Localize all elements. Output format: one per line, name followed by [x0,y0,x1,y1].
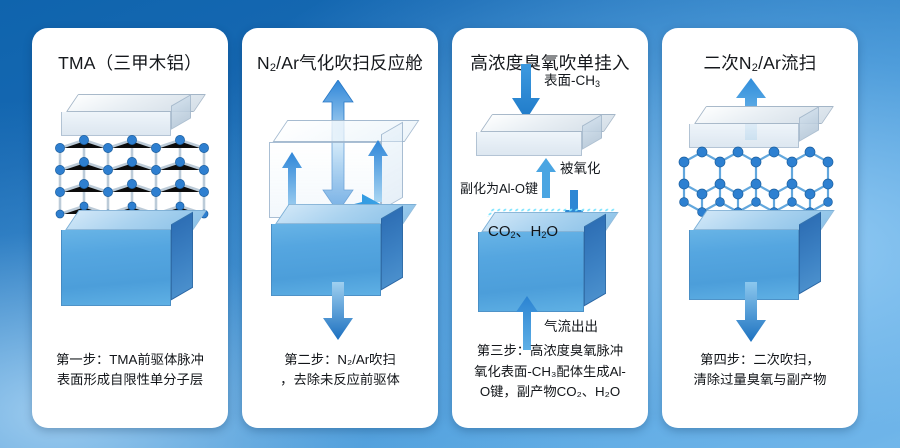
scene-purge-2 [662,78,858,356]
arrow-down-icon [321,282,355,340]
arrow-up-icon [282,152,302,214]
arrow-up-icon [368,140,388,202]
panel-purge-1: N2/Ar气化吹扫反应舱 [242,28,438,428]
label-surface-ch3: 表面-CH3 [544,73,601,90]
scene-purge-1 [242,80,438,348]
title-subscript: 2 [751,62,759,74]
substrate-side-face [171,211,193,301]
label-oxidized: 被氧化 [560,161,601,176]
arrow-down-icon [512,64,540,120]
panel-title-purge-2: 二次N2/Ar流扫 [662,50,858,75]
caption-line: 氧化表面-CH₃配体生成Al- [474,363,626,379]
caption-ozone: 第三步：高浓度臭氧脉冲 氧化表面-CH₃配体生成Al- O键，副产物CO₂、H₂… [458,341,642,402]
caption-line: 第三步：高浓度臭氧脉冲 [476,343,624,359]
title-part: 二次N [703,53,752,73]
title-part: /Ar气化吹扫反应舱 [276,53,424,73]
label-byproducts: CO2、H2O [488,223,559,241]
scene-tma [32,86,228,348]
panel-title-ozone: 高浓度臭氧吹单挂入 [470,53,630,73]
hexagonal-lattice-icon [678,146,834,217]
arrow-up-icon [516,296,538,350]
label-subscript: 3 [595,79,601,89]
label-text: 、H [515,223,542,240]
caption-line: 第二步：N₂/Ar吹扫 [284,351,396,367]
substrate-side-face [584,213,606,307]
label-al-o-bond: 副化为Al-O键 [460,181,539,196]
caption-line: 表面形成自限性单分子层 [56,371,204,387]
title-part: N [256,53,270,73]
substrate-front-face [61,230,171,306]
scene-ozone: 表面-CH3 被氧化 副化为Al-O键 [452,62,648,350]
caption-line: 第四步：二次吹扫， [700,351,820,367]
label-gas-flow: 气流出出 [544,319,598,334]
panel-title-tma: TMA（三甲木铝） [58,53,202,73]
panel-tma: TMA（三甲木铝） [32,28,228,428]
title-subscript: 2 [269,62,277,74]
panel-purge-2: 二次N2/Ar流扫 [662,28,858,428]
arrow-down-icon [736,282,766,342]
caption-line: 清除过量臭氧与副产物 [693,371,827,387]
substrate-front-face [478,232,584,312]
substrate-front-face [271,224,381,296]
label-text: CO [488,223,511,240]
caption-tma: 第一步：TMA前驱体脉冲 表面形成自限性单分子层 [38,350,222,390]
caption-line: O键，副产物CO₂、H₂O [479,383,621,399]
arrow-up-icon [536,158,556,198]
label-text: 表面-CH [544,73,595,88]
label-text: O [546,223,559,240]
caption-line: ，去除未反应前驱体 [280,371,400,387]
arrow-up-down-icon [321,80,355,212]
substrate-front-face [689,230,799,300]
plate-front-face [61,112,171,136]
panel-title-purge-1: N2/Ar气化吹扫反应舱 [242,50,438,75]
label-subscript: 2 [541,230,547,240]
caption-purge-1: 第二步：N₂/Ar吹扫 ，去除未反应前驱体 [248,350,432,390]
substrate-side-face [799,211,821,295]
plate-front-face [689,124,799,148]
panel-ozone: 高浓度臭氧吹单挂入 表面-CH3 [452,28,648,428]
substrate-side-face [381,205,403,291]
plate-front-face [476,132,582,156]
title-part: /Ar流扫 [758,53,817,73]
label-subscript: 2 [510,230,516,240]
caption-line: 第一步：TMA前驱体脉冲 [56,351,204,367]
caption-purge-2: 第四步：二次吹扫， 清除过量臭氧与副产物 [668,350,852,390]
